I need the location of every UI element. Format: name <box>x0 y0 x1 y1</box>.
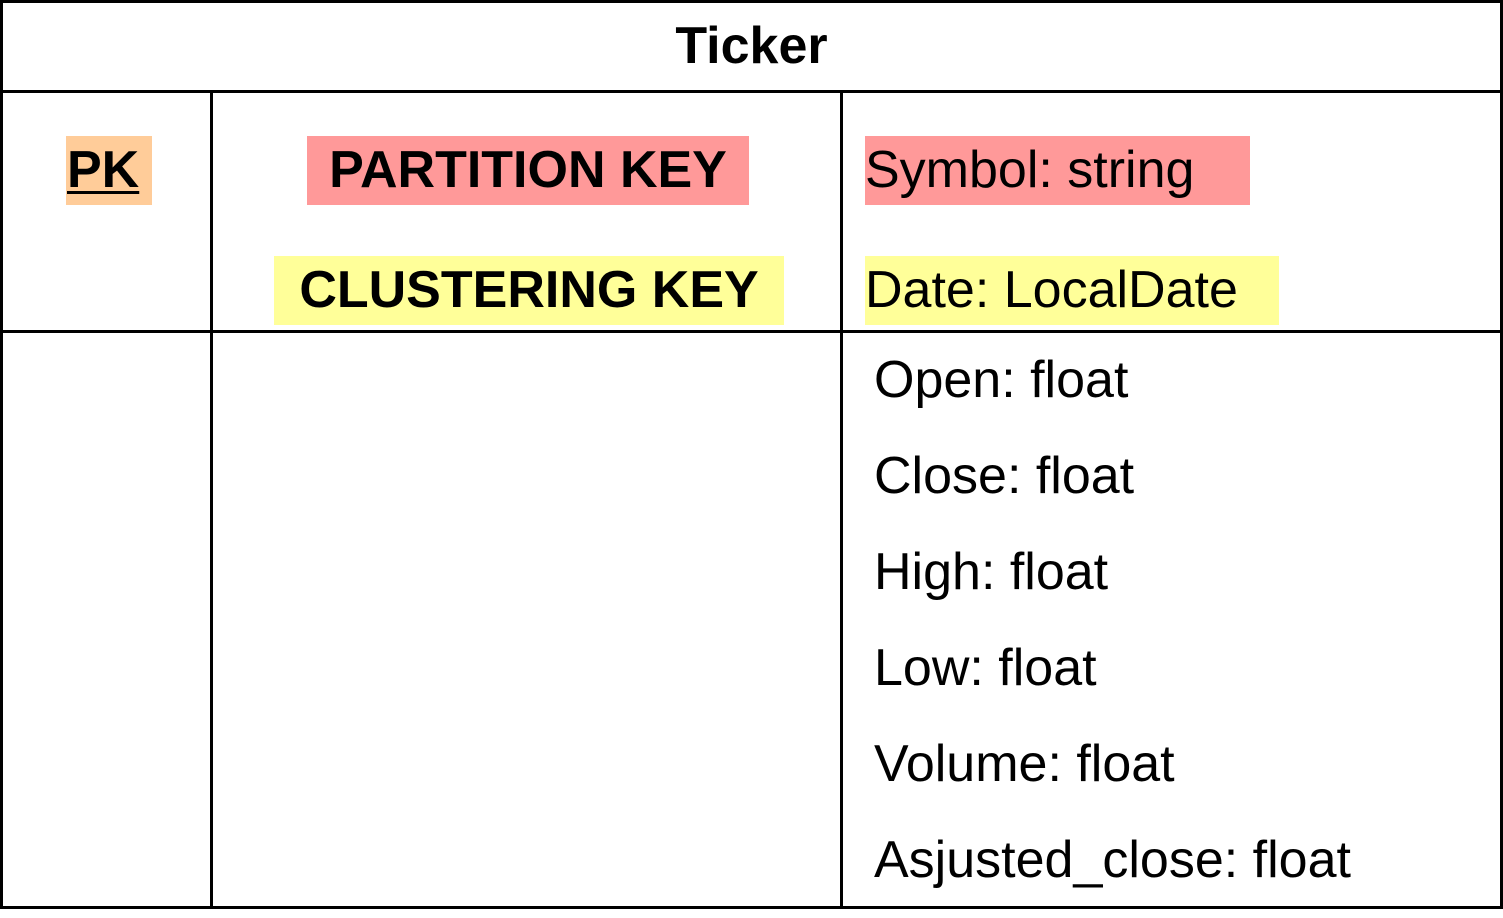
partition-key-field: Symbol: string <box>865 136 1250 205</box>
attribute-list: Open: float Close: float High: float Low… <box>874 342 1351 918</box>
attribute-low: Low: float <box>874 639 1097 697</box>
column-divider-1 <box>210 90 213 909</box>
table-border-top <box>0 0 1503 3</box>
table-border-bottom <box>0 906 1503 909</box>
attribute-close: Close: float <box>874 447 1135 505</box>
key-section-divider <box>0 330 1503 333</box>
partition-key-label: PARTITION KEY <box>307 136 749 205</box>
table-border-right <box>1500 0 1503 909</box>
title-divider <box>0 90 1503 93</box>
attribute-adjusted-close: Asjusted_close: float <box>874 831 1351 889</box>
attribute-open: Open: float <box>874 351 1129 409</box>
table-border-left <box>0 0 3 909</box>
attribute-high: High: float <box>874 543 1109 601</box>
clustering-key-label: CLUSTERING KEY <box>274 256 784 325</box>
column-divider-2 <box>840 90 843 909</box>
pk-label: PK <box>66 136 152 205</box>
clustering-key-field: Date: LocalDate <box>865 256 1279 325</box>
attribute-volume: Volume: float <box>874 735 1175 793</box>
entity-title: Ticker <box>675 17 828 75</box>
